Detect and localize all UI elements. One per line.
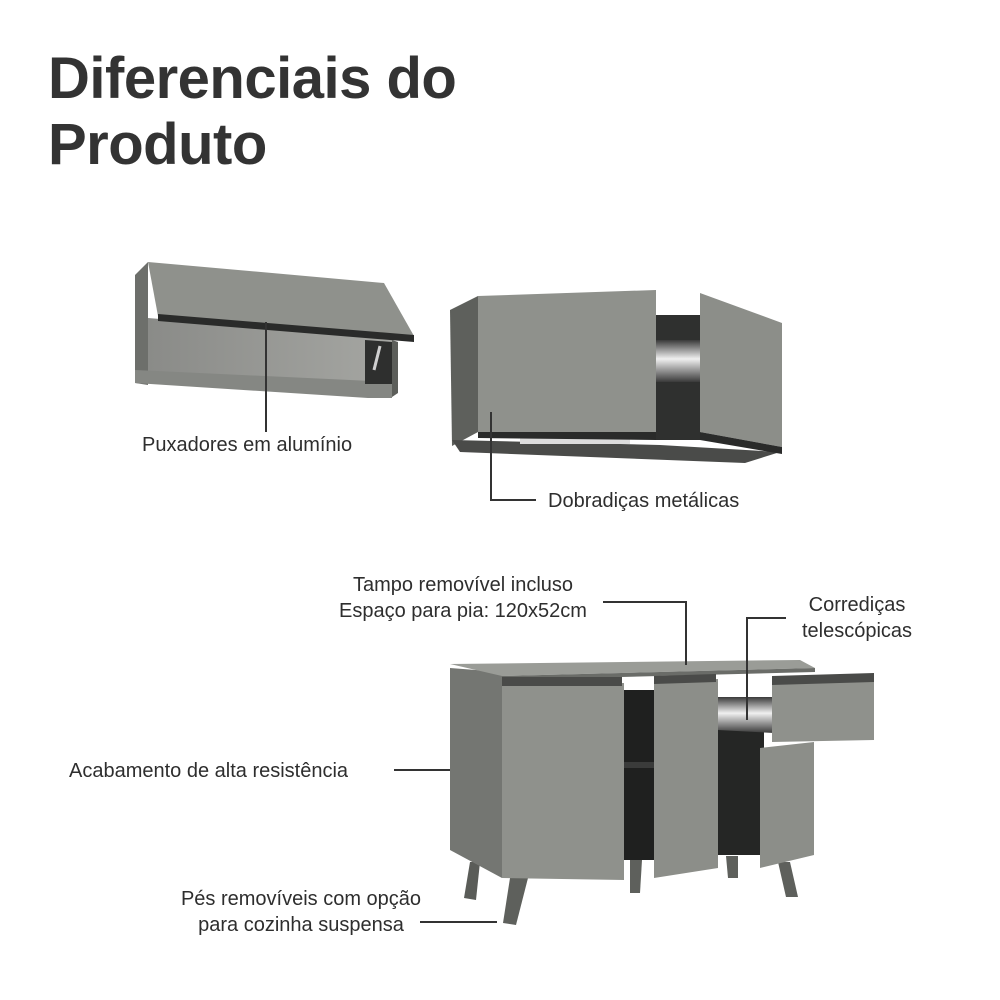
feature-label-top-line1: Tampo removível incluso [352, 574, 574, 596]
countertop [450, 660, 815, 676]
leg-front-left [503, 878, 528, 925]
feature-label-finish: Acabamento de alta resistência [69, 760, 349, 782]
feature-label-top: Tampo removível incluso Espaço para pia:… [318, 572, 608, 624]
door-middle [654, 679, 718, 878]
wall-cabinet-flip-up [135, 262, 414, 398]
feature-label-feet-line1: Pés removíveis com opção [180, 888, 422, 910]
door-left [502, 683, 624, 880]
feature-label-handles: Puxadores em alumínio [142, 434, 353, 456]
leg-middle [630, 860, 642, 893]
wall-cabinet-two-doors [450, 290, 782, 463]
feature-label-hinges: Dobradiças metálicas [548, 490, 740, 512]
leg-back-left [464, 862, 480, 900]
feature-label-top-line2: Espaço para pia: 120x52cm [339, 600, 587, 622]
leader-top [603, 601, 687, 665]
leader-hinges [490, 412, 536, 501]
leg-front-right [778, 862, 798, 897]
leg-back-right [726, 856, 738, 878]
door-right [760, 742, 814, 868]
feature-label-feet: Pés removíveis com opção para cozinha su… [160, 886, 442, 938]
feature-label-slides: Corrediças telescópicas [786, 592, 928, 644]
base-cabinet [450, 660, 874, 925]
page-title: Diferenciais do Produto [48, 46, 457, 178]
leader-slides [746, 617, 786, 720]
drawer-front [772, 679, 874, 742]
feature-label-feet-line2: para cozinha suspensa [198, 914, 404, 936]
feature-label-slides-line1: Corrediças [808, 594, 906, 616]
title-line-1: Diferenciais do [48, 46, 457, 111]
leader-lines [265, 322, 786, 923]
title-line-2: Produto [48, 112, 267, 177]
feature-label-slides-line2: telescópicas [801, 620, 913, 642]
